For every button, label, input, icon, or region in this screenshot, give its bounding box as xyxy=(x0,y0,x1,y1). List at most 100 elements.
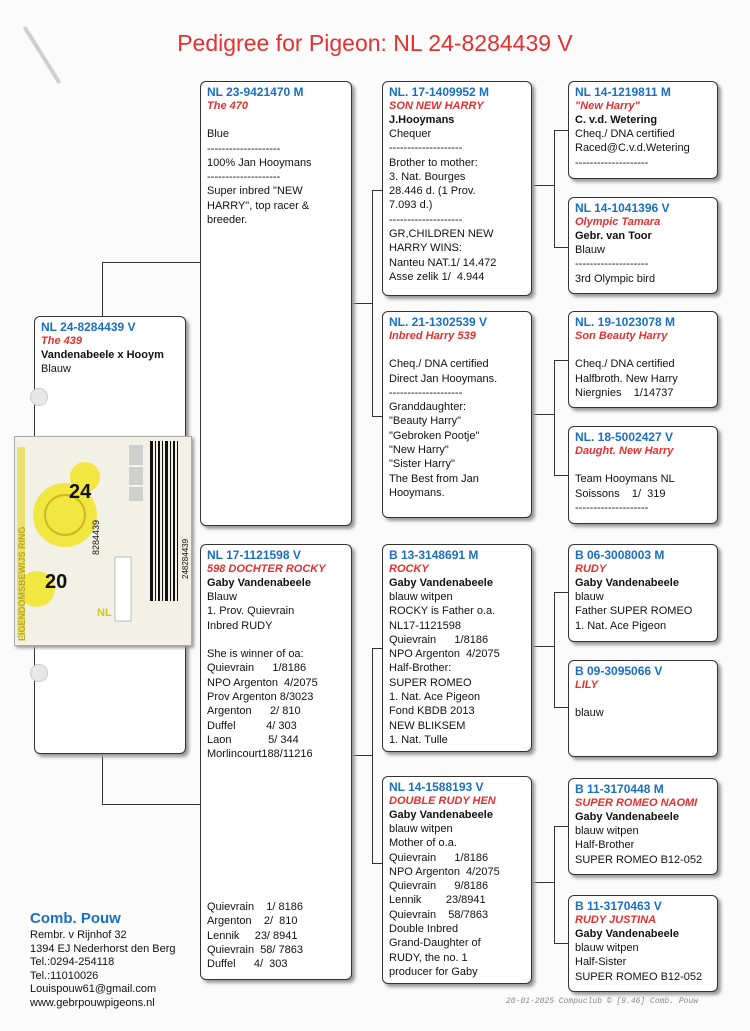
detail-line: producer for Gaby xyxy=(389,965,478,978)
detail-line: Inbred RUDY xyxy=(207,619,273,632)
result-line: Lennik 23/ 8941 xyxy=(207,929,298,942)
detail-line: -------------------- xyxy=(575,501,649,514)
detail-line: Half-Sister xyxy=(575,956,627,969)
result-line: Duffel 4/ 303 xyxy=(207,958,288,971)
detail-line: blauw witpen xyxy=(389,823,453,835)
result-line: Quievrain 58/ 7863 xyxy=(207,943,304,956)
detail-line: blauw witpen xyxy=(575,825,639,837)
email-link[interactable]: Louispouw61@gmail.com xyxy=(30,983,157,996)
detail-line: Father SUPER ROMEO xyxy=(575,605,693,618)
detail-line: -------------------- xyxy=(575,156,649,169)
connector xyxy=(532,882,554,883)
owner: J.Hooymans xyxy=(389,114,455,126)
connector xyxy=(554,130,555,247)
connector xyxy=(352,303,372,304)
pigeon-name: DOUBLE RUDY HEN xyxy=(389,795,496,807)
ring-number: NL. 17-1409952 M xyxy=(389,85,490,99)
detail-line: Blauw xyxy=(575,244,605,256)
grandmother-maternal-card: NL 14-1588193 V DOUBLE RUDY HEN Gaby Van… xyxy=(382,776,532,984)
detail-line: 1. Nat. Ace Pigeon xyxy=(575,619,667,632)
detail-line: Nanteu NAT.1/ 14.472 xyxy=(389,256,497,269)
ring-number: B 06-3008003 M xyxy=(575,548,665,562)
connector xyxy=(554,592,568,593)
detail-line: Lennik 23/8941 xyxy=(389,894,486,907)
detail-line: blauw witpen xyxy=(575,942,639,954)
grandfather-paternal-card: NL. 17-1409952 M SON NEW HARRY J.Hooyman… xyxy=(382,81,532,296)
owner: Gebr. van Toor xyxy=(575,230,652,242)
detail-line: Quievrain 1/8186 xyxy=(389,851,489,864)
connector xyxy=(102,262,200,263)
father-card: NL 23-9421470 M The 470 Blue -----------… xyxy=(200,81,352,526)
detail-line: Half-Brother xyxy=(575,839,635,852)
connector xyxy=(532,646,554,647)
connector xyxy=(554,707,568,708)
pigeon-name: SON NEW HARRY xyxy=(389,100,484,112)
detail-line: Blauw xyxy=(41,363,71,375)
connector xyxy=(554,943,568,944)
detail-line: "Sister Harry" xyxy=(389,458,455,471)
connector xyxy=(554,130,568,131)
detail-line: Fond KBDB 2013 xyxy=(389,705,475,718)
website-link[interactable]: www.gebrpouwpigeons.nl xyxy=(30,996,155,1009)
detail-line: Quievrain 1/8186 xyxy=(389,633,489,646)
detail-line: "Gebroken Pootje" xyxy=(389,429,480,442)
detail-line: Team Hooymans NL xyxy=(575,473,675,486)
detail-line: ROCKY is Father o.a. xyxy=(389,605,496,618)
great-grandparent-card: NL. 18-5002427 V Daught. New Harry Team … xyxy=(568,426,718,524)
detail-line xyxy=(575,458,711,472)
detail-line: Quievrain 58/7863 xyxy=(389,908,489,921)
ring-number: NL 17-1121598 V xyxy=(207,548,301,562)
barcode xyxy=(150,441,178,601)
address-line: 1394 EJ Nederhorst den Berg xyxy=(30,942,176,955)
punch-hole xyxy=(30,388,48,406)
detail-line: She is winner of oa: xyxy=(207,648,304,661)
detail-line: blauw witpen xyxy=(389,591,453,603)
detail-line: -------------------- xyxy=(575,258,649,271)
ring-ownership-card: 20 24 NL 8284439 248284439 EIGENDOMSBEWI… xyxy=(14,436,192,646)
ring-number: NL 24-8284439 V xyxy=(41,320,136,334)
pigeon-name: The 470 xyxy=(207,100,248,112)
connector xyxy=(372,648,373,863)
connector xyxy=(554,826,568,827)
detail-line: 1. Nat. Ace Pigeon xyxy=(389,691,481,704)
owner: Gaby Vandenabeele xyxy=(389,809,493,821)
pigeon-name: RUDY xyxy=(575,563,607,575)
breeder-name: Comb. Pouw xyxy=(30,910,121,927)
ring-year-right: 24 xyxy=(69,481,92,503)
breeder-contact: Comb. Pouw Rembr. v Rijnhof 32 1394 EJ N… xyxy=(30,909,176,1011)
ring-number: NL. 18-5002427 V xyxy=(575,430,674,444)
result-line: Argenton 2/ 810 xyxy=(207,915,298,928)
detail-line: SUPER ROMEO xyxy=(389,676,472,689)
detail-line: GR,CHILDREN NEW xyxy=(389,228,494,241)
detail-line: SUPER ROMEO B12-052 xyxy=(575,853,703,866)
detail-line: SUPER ROMEO B12-052 xyxy=(575,970,703,983)
detail-line xyxy=(389,343,525,357)
ring-number: B 09-3095066 V xyxy=(575,664,663,678)
pigeon-name: The 439 xyxy=(41,335,82,347)
detail-line: Mother of o.a. xyxy=(389,837,457,850)
detail-line: Raced@C.v.d.Wetering xyxy=(575,142,690,155)
detail-line: Blauw xyxy=(207,591,237,603)
page-title: Pedigree for Pigeon: NL 24-8284439 V xyxy=(177,30,573,56)
detail-line: Asse zelik 1/ 4.944 xyxy=(389,270,485,283)
detail-line: Halfbroth. New Harry xyxy=(575,372,678,385)
ring-number-text: 8284439 xyxy=(91,519,101,555)
detail-line: NPO Argenton 4/2075 xyxy=(389,865,500,878)
connector xyxy=(554,475,568,476)
detail-line: -------------------- xyxy=(207,171,281,184)
great-grandparent-card: B 11-3170448 M SUPER ROMEO NAOMI Gaby Va… xyxy=(568,778,718,875)
detail-line: blauw xyxy=(575,707,604,720)
owner: Gaby Vandenabeele xyxy=(389,577,493,589)
phone-line: Tel.:11010026 xyxy=(30,969,99,982)
pigeon-name: SUPER ROMEO NAOMI xyxy=(575,797,698,809)
connector xyxy=(372,416,382,417)
detail-line xyxy=(207,633,345,647)
detail-line: HARRY WINS: xyxy=(389,242,462,255)
detail-line: Morlincourt188/11216 xyxy=(207,748,313,761)
ring-country: NL xyxy=(97,607,112,619)
detail-line: 3. Nat. Bourges xyxy=(389,170,466,183)
ring-number: NL 14-1041396 V xyxy=(575,201,670,215)
owner: Gaby Vandenabeele xyxy=(575,928,679,940)
pigeon-name: "New Harry" xyxy=(575,100,640,112)
detail-line: Blue xyxy=(207,128,230,141)
